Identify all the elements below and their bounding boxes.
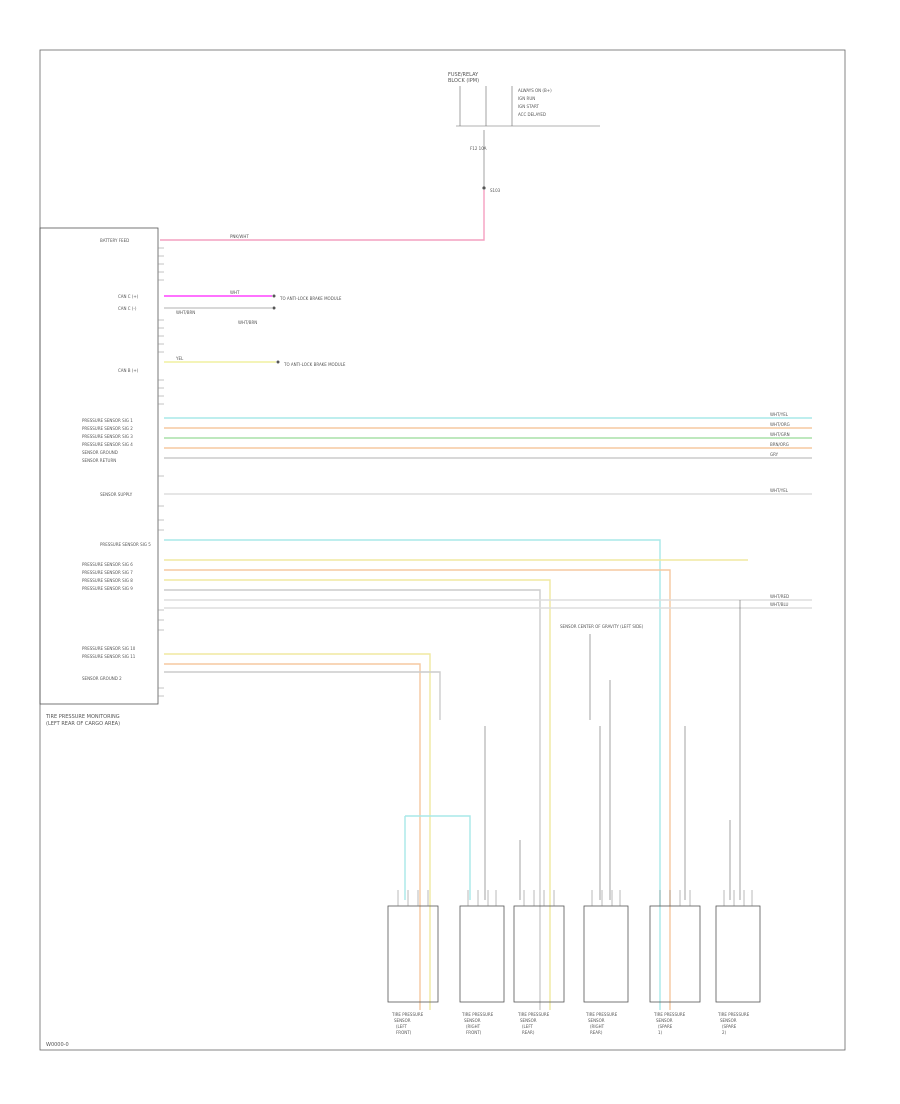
pin-label-sig-8: PRESSURE SENSOR SIG 8: [82, 578, 133, 583]
sensor-3-title-2: SENSOR: [520, 1018, 537, 1023]
sensor-spare-1: TIRE PRESSURE SENSOR (SPARE 1): [649, 905, 701, 1035]
sensor-5-title-3: (SPARE: [658, 1024, 673, 1029]
battery-wire-label: PNK/WHT: [230, 234, 249, 239]
sensor-1-title-2: SENSOR: [394, 1018, 411, 1023]
pin-label-sensor-ground-2: SENSOR GROUND 2: [82, 676, 122, 681]
sensor-6-title-1: TIRE PRESSURE: [717, 1012, 750, 1017]
junction-note: SENSOR CENTER OF GRAVITY (LEFT SIDE): [560, 624, 644, 629]
sensor-6-title-3: (SPARE: [722, 1024, 737, 1029]
module-pin-labels: BATTERY FEED CAN C (+) CAN C (-) CAN B (…: [82, 238, 151, 681]
dest-label-3: WHT/GRN: [770, 432, 790, 437]
pin-label-can-c-plus: CAN C (+): [118, 294, 139, 299]
can-note-detail: WHT/BRN: [238, 320, 257, 325]
sensor-4-title-2: SENSOR: [588, 1018, 605, 1023]
sensor-3-title-4: REAR): [522, 1030, 535, 1035]
fuse-block-title-1: FUSE/RELAY: [448, 72, 479, 78]
signal-wires-upper: [164, 417, 812, 495]
connector-note-1: TO ANTI-LOCK BRAKE MODULE: [279, 296, 342, 301]
dest-label-4: BRN/ORG: [770, 442, 789, 447]
sensor-1-title-4: FRONT): [396, 1030, 412, 1035]
pin-label-sensor-supply: SENSOR SUPPLY: [100, 492, 133, 497]
sensor-4-title-1: TIRE PRESSURE: [585, 1012, 618, 1017]
pin-label-sig-6: PRESSURE SENSOR SIG 6: [82, 562, 133, 567]
pin-label-sig-10: PRESSURE SENSOR SIG 10: [82, 646, 136, 651]
sensor-4-title-4: REAR): [590, 1030, 603, 1035]
fuse-note-2: IGN RUN: [518, 96, 535, 101]
sensor-5-title-4: 1): [658, 1030, 663, 1035]
pin-label-sig-2: PRESSURE SENSOR SIG 2: [82, 426, 133, 431]
tire-pressure-module: [39, 227, 159, 705]
can-c-plus-label: WHT: [230, 290, 240, 295]
sensor-3-title-3: (LEFT: [522, 1024, 534, 1029]
lower-right-labels: WHT/RED WHT/BLU: [770, 594, 789, 607]
right-destination-labels: WHT/YEL WHT/ORG WHT/GRN BRN/ORG GRY WHT/…: [770, 412, 790, 493]
sensor-1-title-3: (LEFT: [396, 1024, 408, 1029]
fuse-label: F12 10A: [470, 146, 487, 151]
pin-label-can-c-minus: CAN C (-): [118, 306, 137, 311]
module-label-2: (LEFT REAR OF CARGO AREA): [46, 721, 120, 727]
sensor-feed-wires: [404, 600, 741, 900]
pin-label-sensor-return: SENSOR RETURN: [82, 458, 116, 463]
battery-feed-wire: [160, 190, 485, 241]
sensor-2-title-3: (RIGHT: [466, 1024, 481, 1029]
pin-label-battery-feed: BATTERY FEED: [100, 238, 129, 243]
dest-label-6: WHT/YEL: [770, 488, 789, 493]
fuse-note-3: IGN START: [518, 104, 539, 109]
fuse-note-1: ALWAYS ON (B+): [518, 88, 552, 93]
pin-label-sig-7: PRESSURE SENSOR SIG 7: [82, 570, 133, 575]
fuse-block-title-2: BLOCK (IPM): [448, 78, 479, 84]
pin-label-sig-1: PRESSURE SENSOR SIG 1: [82, 418, 133, 423]
sensor-right-rear: TIRE PRESSURE SENSOR (RIGHT REAR): [583, 905, 629, 1035]
sensor-1-title-1: TIRE PRESSURE: [391, 1012, 424, 1017]
can-b-label: YEL: [175, 356, 184, 361]
sensor-spare-2: TIRE PRESSURE SENSOR (SPARE 2): [715, 905, 761, 1035]
splice-dot: [482, 186, 486, 190]
module-label-1: TIRE PRESSURE MONITORING: [45, 714, 120, 720]
signal-wires-lower: [164, 539, 812, 1010]
pin-label-sig-5: PRESSURE SENSOR SIG 5: [100, 542, 151, 547]
pin-label-sensor-ground: SENSOR GROUND: [82, 450, 118, 455]
connector-note-2: TO ANTI-LOCK BRAKE MODULE: [283, 362, 346, 367]
dest-label-5: GRY: [770, 452, 779, 457]
pin-label-sig-4: PRESSURE SENSOR SIG 4: [82, 442, 133, 447]
sensor-2-title-1: TIRE PRESSURE: [461, 1012, 494, 1017]
sensor-4-title-3: (RIGHT: [590, 1024, 605, 1029]
pin-label-sig-3: PRESSURE SENSOR SIG 3: [82, 434, 133, 439]
dest-label-2: WHT/ORG: [770, 422, 790, 427]
sensor-5-title-1: TIRE PRESSURE: [653, 1012, 686, 1017]
sensor-left-rear: TIRE PRESSURE SENSOR (LEFT REAR): [513, 905, 565, 1035]
sensor-2-title-4: FRONT): [466, 1030, 482, 1035]
can-c-minus-label: WHT/BRN: [176, 310, 195, 315]
pin-label-sig-11: PRESSURE SENSOR SIG 11: [82, 654, 136, 659]
fuse-note-4: ACC DELAYED: [518, 112, 546, 117]
dest-label-1: WHT/YEL: [770, 412, 789, 417]
sensor-6-title-4: 2): [722, 1030, 727, 1035]
sensor-6-title-2: SENSOR: [720, 1018, 737, 1023]
lower-right-label-1: WHT/RED: [770, 594, 789, 599]
sensor-3-title-1: TIRE PRESSURE: [517, 1012, 550, 1017]
sensor-left-front: TIRE PRESSURE SENSOR (LEFT FRONT): [387, 905, 439, 1035]
pin-label-can-b: CAN B (+): [118, 368, 139, 373]
sensor-2-title-2: SENSOR: [464, 1018, 481, 1023]
splice-label: S103: [490, 188, 501, 193]
footer-code: W0000-0: [46, 1042, 69, 1048]
sensor-right-front: TIRE PRESSURE SENSOR (RIGHT FRONT): [459, 905, 505, 1035]
pin-label-sig-9: PRESSURE SENSOR SIG 9: [82, 586, 133, 591]
sensor-5-title-2: SENSOR: [656, 1018, 673, 1023]
module-pin-ticks: [158, 247, 164, 697]
sensor-row: TIRE PRESSURE SENSOR (LEFT FRONT) TIRE P…: [387, 905, 761, 1035]
sensor-pin-leads: [397, 890, 753, 906]
fuse-block: FUSE/RELAY BLOCK (IPM) ALWAYS ON (B+) IG…: [448, 72, 600, 193]
lower-right-label-2: WHT/BLU: [770, 602, 789, 607]
